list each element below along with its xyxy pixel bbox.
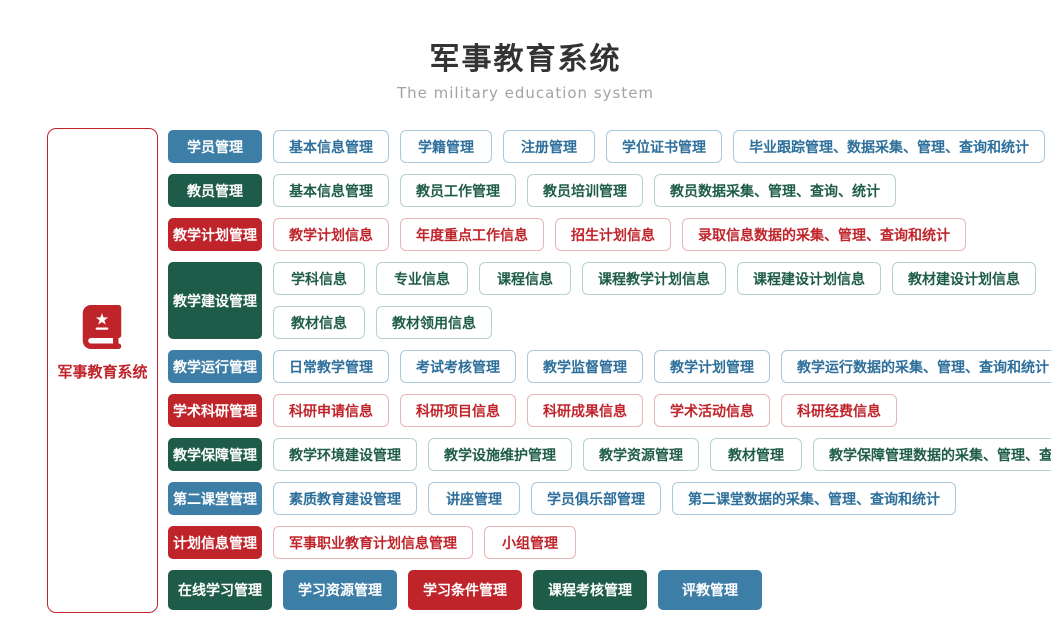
- module-row: 学员管理基本信息管理学籍管理注册管理学位证书管理毕业跟踪管理、数据采集、管理、查…: [168, 130, 1045, 163]
- module-item-lines: 素质教育建设管理讲座管理学员俱乐部管理第二课堂数据的采集、管理、查询和统计: [273, 482, 956, 515]
- module-button[interactable]: 军事职业教育计划信息管理: [273, 526, 473, 559]
- module-item-line: 教材信息教材领用信息: [273, 306, 1036, 339]
- module-button[interactable]: 录取信息数据的采集、管理、查询和统计: [682, 218, 966, 251]
- module-item-line: 科研申请信息科研项目信息科研成果信息学术活动信息科研经费信息: [273, 394, 897, 427]
- module-item-line: 学科信息专业信息课程信息课程教学计划信息课程建设计划信息教材建设计划信息: [273, 262, 1036, 295]
- module-button[interactable]: 学籍管理: [400, 130, 492, 163]
- module-button[interactable]: 学员俱乐部管理: [531, 482, 661, 515]
- module-row: 教员管理基本信息管理教员工作管理教员培训管理教员数据采集、管理、查询、统计: [168, 174, 1028, 207]
- module-button[interactable]: 科研项目信息: [400, 394, 516, 427]
- module-button[interactable]: 评教管理: [658, 570, 762, 610]
- module-item-line: 教学环境建设管理教学设施维护管理教学资源管理教材管理教学保障管理数据的采集、管理…: [273, 438, 1051, 471]
- category-button[interactable]: 学术科研管理: [168, 394, 262, 427]
- module-button[interactable]: 第二课堂数据的采集、管理、查询和统计: [672, 482, 956, 515]
- module-button[interactable]: 教材领用信息: [376, 306, 492, 339]
- category-button[interactable]: 第二课堂管理: [168, 482, 262, 515]
- module-button[interactable]: 教材信息: [273, 306, 365, 339]
- module-button[interactable]: 小组管理: [484, 526, 576, 559]
- page-header: 军事教育系统 The military education system: [0, 42, 1051, 102]
- system-panel-inner: 军事教育系统: [57, 304, 148, 382]
- module-button[interactable]: 课程教学计划信息: [582, 262, 726, 295]
- category-button[interactable]: 教学建设管理: [168, 262, 262, 339]
- module-button[interactable]: 基本信息管理: [273, 130, 389, 163]
- module-row: 第二课堂管理素质教育建设管理讲座管理学员俱乐部管理第二课堂数据的采集、管理、查询…: [168, 482, 1028, 515]
- module-button[interactable]: 教学监督管理: [527, 350, 643, 383]
- module-button[interactable]: 教学资源管理: [583, 438, 699, 471]
- module-button[interactable]: 年度重点工作信息: [400, 218, 544, 251]
- module-button[interactable]: 学科信息: [273, 262, 365, 295]
- category-button[interactable]: 在线学习管理: [168, 570, 272, 610]
- module-button[interactable]: 教员培训管理: [527, 174, 643, 207]
- module-row: 教学运行管理日常教学管理考试考核管理教学监督管理教学计划管理教学运行数据的采集、…: [168, 350, 1051, 383]
- module-button[interactable]: 教学计划管理: [654, 350, 770, 383]
- book-star-icon: [83, 304, 122, 349]
- category-button[interactable]: 计划信息管理: [168, 526, 262, 559]
- module-item-line: 素质教育建设管理讲座管理学员俱乐部管理第二课堂数据的采集、管理、查询和统计: [273, 482, 956, 515]
- module-item-lines: 教学环境建设管理教学设施维护管理教学资源管理教材管理教学保障管理数据的采集、管理…: [273, 438, 1051, 471]
- category-button[interactable]: 教学计划管理: [168, 218, 262, 251]
- category-button[interactable]: 教学保障管理: [168, 438, 262, 471]
- module-item-lines: 军事职业教育计划信息管理小组管理: [273, 526, 576, 559]
- module-row: 教学计划管理教学计划信息年度重点工作信息招生计划信息录取信息数据的采集、管理、查…: [168, 218, 1028, 251]
- module-item-lines: 基本信息管理教员工作管理教员培训管理教员数据采集、管理、查询、统计: [273, 174, 896, 207]
- module-button[interactable]: 科研成果信息: [527, 394, 643, 427]
- module-item-line: 基本信息管理学籍管理注册管理学位证书管理毕业跟踪管理、数据采集、管理、查询和统计: [273, 130, 1045, 163]
- module-item-line: 教学计划信息年度重点工作信息招生计划信息录取信息数据的采集、管理、查询和统计: [273, 218, 966, 251]
- module-button[interactable]: 讲座管理: [428, 482, 520, 515]
- module-item-line: 基本信息管理教员工作管理教员培训管理教员数据采集、管理、查询、统计: [273, 174, 896, 207]
- module-button[interactable]: 学位证书管理: [606, 130, 722, 163]
- module-button[interactable]: 素质教育建设管理: [273, 482, 417, 515]
- module-button[interactable]: 学术活动信息: [654, 394, 770, 427]
- module-item-lines: 教学计划信息年度重点工作信息招生计划信息录取信息数据的采集、管理、查询和统计: [273, 218, 966, 251]
- module-button[interactable]: 教学运行数据的采集、管理、查询和统计: [781, 350, 1051, 383]
- module-button[interactable]: 教材管理: [710, 438, 802, 471]
- module-rows: 学员管理基本信息管理学籍管理注册管理学位证书管理毕业跟踪管理、数据采集、管理、查…: [168, 130, 1051, 610]
- module-item-lines: 日常教学管理考试考核管理教学监督管理教学计划管理教学运行数据的采集、管理、查询和…: [273, 350, 1051, 383]
- module-button[interactable]: 教学保障管理数据的采集、管理、查询和统计: [813, 438, 1051, 471]
- module-item-lines: 基本信息管理学籍管理注册管理学位证书管理毕业跟踪管理、数据采集、管理、查询和统计: [273, 130, 1045, 163]
- module-item-line: 学习资源管理学习条件管理课程考核管理评教管理: [283, 570, 762, 610]
- system-panel-label: 军事教育系统: [57, 362, 148, 381]
- module-button[interactable]: 教员工作管理: [400, 174, 516, 207]
- module-row: 计划信息管理军事职业教育计划信息管理小组管理: [168, 526, 1028, 559]
- page-subtitle: The military education system: [396, 84, 655, 102]
- module-button[interactable]: 毕业跟踪管理、数据采集、管理、查询和统计: [733, 130, 1045, 163]
- module-row: 教学建设管理学科信息专业信息课程信息课程教学计划信息课程建设计划信息教材建设计划…: [168, 262, 1036, 339]
- module-button[interactable]: 学习条件管理: [408, 570, 522, 610]
- module-item-lines: 学科信息专业信息课程信息课程教学计划信息课程建设计划信息教材建设计划信息教材信息…: [273, 262, 1036, 339]
- module-item-line: 日常教学管理考试考核管理教学监督管理教学计划管理教学运行数据的采集、管理、查询和…: [273, 350, 1051, 383]
- module-button[interactable]: 科研申请信息: [273, 394, 389, 427]
- module-button[interactable]: 教学计划信息: [273, 218, 389, 251]
- module-row: 学术科研管理科研申请信息科研项目信息科研成果信息学术活动信息科研经费信息: [168, 394, 1028, 427]
- module-button[interactable]: 教材建设计划信息: [892, 262, 1036, 295]
- page-title: 军事教育系统: [429, 42, 622, 77]
- module-button[interactable]: 考试考核管理: [400, 350, 516, 383]
- category-button[interactable]: 学员管理: [168, 130, 262, 163]
- module-button[interactable]: 课程信息: [479, 262, 571, 295]
- module-row: 在线学习管理学习资源管理学习条件管理课程考核管理评教管理: [168, 570, 1028, 610]
- category-button[interactable]: 教员管理: [168, 174, 262, 207]
- module-button[interactable]: 科研经费信息: [781, 394, 897, 427]
- module-item-lines: 科研申请信息科研项目信息科研成果信息学术活动信息科研经费信息: [273, 394, 897, 427]
- module-button[interactable]: 课程考核管理: [533, 570, 647, 610]
- module-button[interactable]: 教学环境建设管理: [273, 438, 417, 471]
- module-button[interactable]: 学习资源管理: [283, 570, 397, 610]
- system-panel: 军事教育系统: [47, 128, 158, 613]
- module-button[interactable]: 教员数据采集、管理、查询、统计: [654, 174, 896, 207]
- module-button[interactable]: 课程建设计划信息: [737, 262, 881, 295]
- module-button[interactable]: 日常教学管理: [273, 350, 389, 383]
- module-item-line: 军事职业教育计划信息管理小组管理: [273, 526, 576, 559]
- module-button[interactable]: 注册管理: [503, 130, 595, 163]
- module-button[interactable]: 招生计划信息: [555, 218, 671, 251]
- module-row: 教学保障管理教学环境建设管理教学设施维护管理教学资源管理教材管理教学保障管理数据…: [168, 438, 1051, 471]
- module-button[interactable]: 基本信息管理: [273, 174, 389, 207]
- category-button[interactable]: 教学运行管理: [168, 350, 262, 383]
- module-item-lines: 学习资源管理学习条件管理课程考核管理评教管理: [283, 570, 762, 610]
- module-button[interactable]: 教学设施维护管理: [428, 438, 572, 471]
- module-button[interactable]: 专业信息: [376, 262, 468, 295]
